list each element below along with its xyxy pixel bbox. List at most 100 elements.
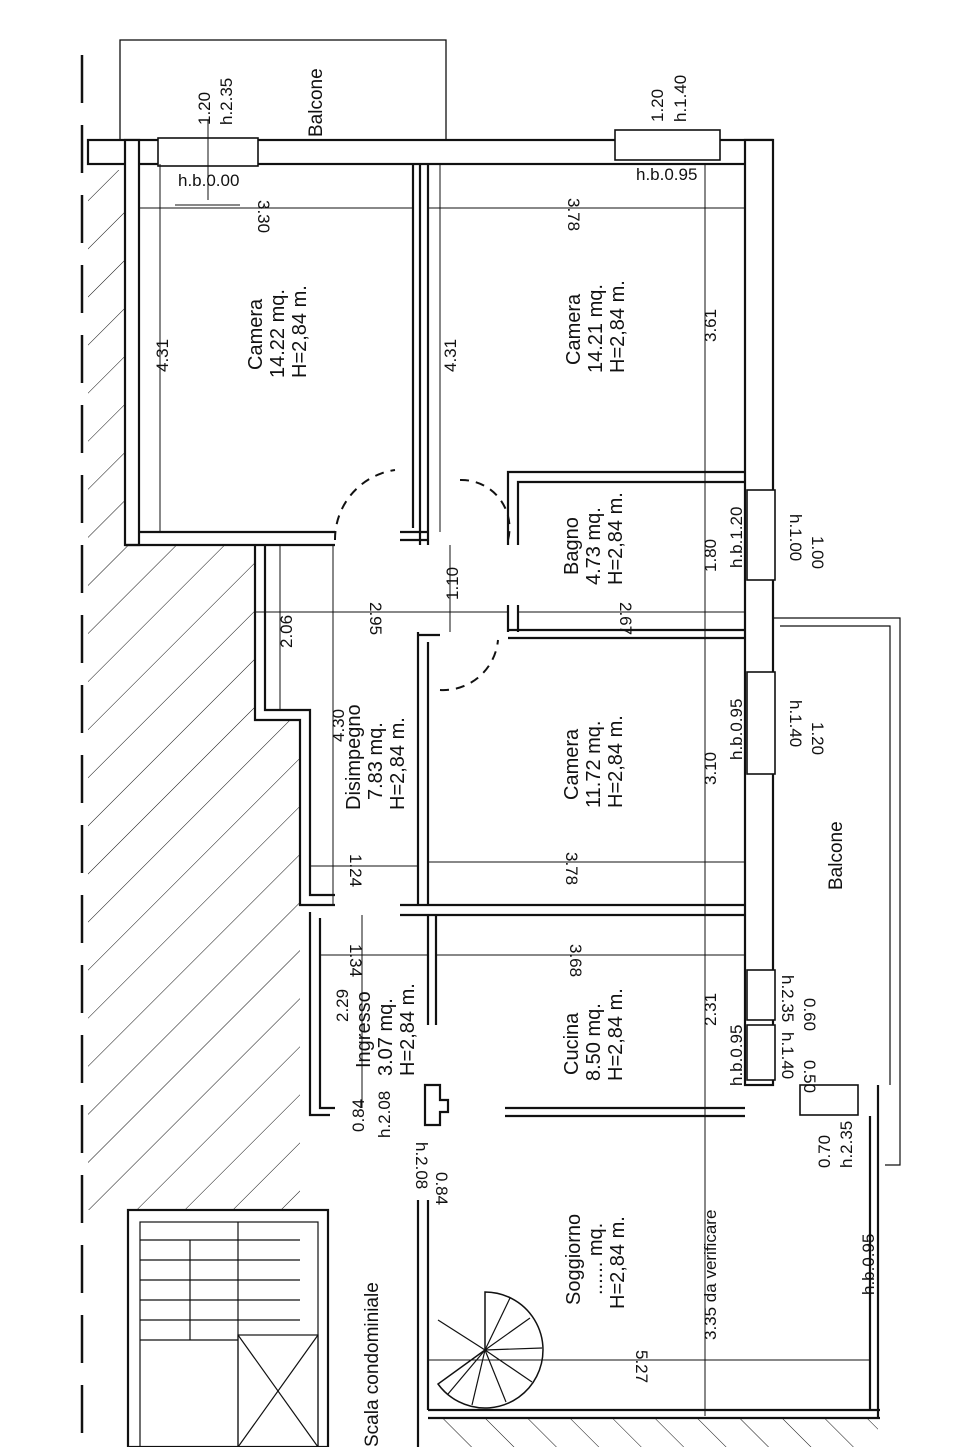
w5-h: h.2.35 (778, 975, 797, 1022)
dim-1-24: 1.24 (346, 854, 365, 887)
dim-5-27: 5.27 (632, 1350, 651, 1383)
soggiorno-area: ...... mq. (585, 1223, 607, 1295)
w7-width: 0.70 (815, 1135, 834, 1168)
door-in-h: h.2.08 (375, 1091, 394, 1138)
door-swing-camera3 (439, 639, 499, 692)
balcone-right-label: Balcone (826, 821, 847, 890)
dim-1-80: 1.80 (701, 539, 720, 572)
room-soggiorno: Soggiorno ...... mq. H=2,84 m. (563, 1214, 629, 1309)
door-swing-bagno (459, 478, 511, 541)
w6-hb: h.b.0.95 (727, 1025, 746, 1086)
dim-3-30: 3.30 (254, 200, 273, 233)
cucina-area: 8.50 mq. (583, 1003, 605, 1081)
dim-2-67: 2.67 (616, 602, 635, 635)
window-w6 (746, 1024, 776, 1081)
ingresso-left-wall-inner (318, 918, 335, 1110)
soggiorno-name: Soggiorno (563, 1214, 585, 1305)
door-out-h: h.2.08 (412, 1142, 431, 1189)
door-in-width: 0.84 (349, 1099, 368, 1132)
top-balcony-outline (119, 39, 447, 141)
room-bagno: Bagno 4.73 mq. H=2,84 m. (561, 492, 627, 585)
dim-3-68: 3.68 (566, 944, 585, 977)
cucina-name: Cucina (561, 1012, 583, 1075)
right-exterior-wall (743, 138, 775, 1087)
w2-h: h.1.40 (671, 75, 690, 122)
dim-1-10: 1.10 (443, 567, 462, 600)
camera1-area: 14.22 mq. (267, 289, 289, 378)
ingresso-height: H=2,84 m. (397, 983, 419, 1076)
disimpegno-height: H=2,84 m. (387, 717, 409, 810)
w1-width: 1.20 (195, 92, 214, 125)
w3-h: h.1.00 (786, 514, 805, 561)
w2-width: 1.20 (648, 89, 667, 122)
camera3-area: 11.72 mq. (583, 721, 605, 808)
left-wall-camera1 (123, 138, 141, 547)
scala-label: Scala condominiale (362, 1282, 383, 1447)
dim-3-78b: 3.78 (562, 852, 581, 885)
w1-h: h.2.35 (217, 78, 236, 125)
room-camera2: Camera 14.21 mq. H=2,84 m. (563, 280, 629, 373)
room-disimpegno: Disimpegno 7.83 mq. H=2,84 m. (343, 704, 409, 810)
spiral-stair (436, 1291, 544, 1409)
w2-hb: h.b.0.95 (636, 165, 697, 184)
dim-4-31b: 4.31 (441, 339, 460, 372)
bagno-wall-inner (516, 480, 745, 545)
camera2-name: Camera (563, 293, 585, 365)
dim-2-06: 2.06 (277, 615, 296, 648)
disimpegno-left-wall-inner (263, 545, 335, 897)
dim-2-29: 2.29 (333, 989, 352, 1022)
lift-shaft (237, 1334, 319, 1447)
disimpegno-left-wall (253, 545, 335, 907)
soggiorno-height: H=2,84 m. (607, 1216, 629, 1309)
camera1-height: H=2,84 m. (289, 285, 311, 378)
w4-h: h.1.40 (786, 700, 805, 747)
bottom-hatch (432, 1418, 878, 1447)
w4-hb: h.b.0.95 (727, 699, 746, 760)
dim-2-31: 2.31 (701, 993, 720, 1026)
w3-width: 1.00 (808, 536, 827, 569)
w5-width: 0.60 (800, 998, 819, 1031)
ingresso-left-wall (308, 912, 330, 1117)
cucina-height: H=2,84 m. (605, 988, 627, 1081)
room-ingresso: Ingresso 3.07 mq. H=2,84 m. (353, 983, 419, 1076)
common-area-hatch (88, 170, 300, 1210)
w6-width: 0.50 (800, 1060, 819, 1093)
window-w7 (799, 1084, 859, 1116)
room-camera1: Camera 14.22 mq. H=2,84 m. (245, 285, 311, 378)
balcone-top-label: Balcone (306, 68, 327, 137)
w6-h: h.1.40 (778, 1032, 797, 1079)
w4-width: 1.20 (808, 722, 827, 755)
window-w5 (746, 969, 776, 1021)
window-w2 (614, 129, 721, 161)
dim-2-95: 2.95 (366, 602, 385, 635)
camera2-height: H=2,84 m. (607, 280, 629, 373)
camera2-area: 14.21 mq. (585, 284, 607, 373)
dim-3-10: 3.10 (701, 752, 720, 785)
room-camera3: Camera 11.72 mq. H=2,84 m. (561, 715, 627, 808)
window-w3 (746, 489, 776, 581)
bagno-height: H=2,84 m. (605, 492, 627, 585)
ingresso-name: Ingresso (353, 991, 375, 1068)
bagno-area: 4.73 mq. (583, 507, 605, 585)
dim-3-78a: 3.78 (564, 198, 583, 231)
disimpegno-area: 7.83 mq. (365, 722, 387, 800)
room-cucina: Cucina 8.50 mq. H=2,84 m. (561, 988, 627, 1081)
dim-3-35-da-verificare: 3.35 da verificare (701, 1210, 720, 1340)
door-swing-camera1 (333, 469, 396, 541)
dim-3-61: 3.61 (701, 309, 720, 342)
right-balcony-inner (780, 625, 891, 1085)
dim-1-34: 1.34 (346, 944, 365, 977)
camera1-name: Camera (245, 298, 267, 370)
dimension-lines (139, 120, 870, 1416)
ingresso-area: 3.07 mq. (375, 998, 397, 1076)
w7-h: h.2.35 (837, 1121, 856, 1168)
w8-hb: h.b.0.95 (859, 1234, 878, 1295)
stair-block (126, 1208, 330, 1447)
dim-4-31a: 4.31 (153, 339, 172, 372)
entrance-pillar (423, 1083, 450, 1127)
right-balcony-outline (773, 617, 901, 1166)
w1-hb: h.b.0.00 (178, 171, 239, 190)
camera3-height: H=2,84 m. (605, 715, 627, 808)
dim-4-30: 4.30 (329, 709, 348, 742)
